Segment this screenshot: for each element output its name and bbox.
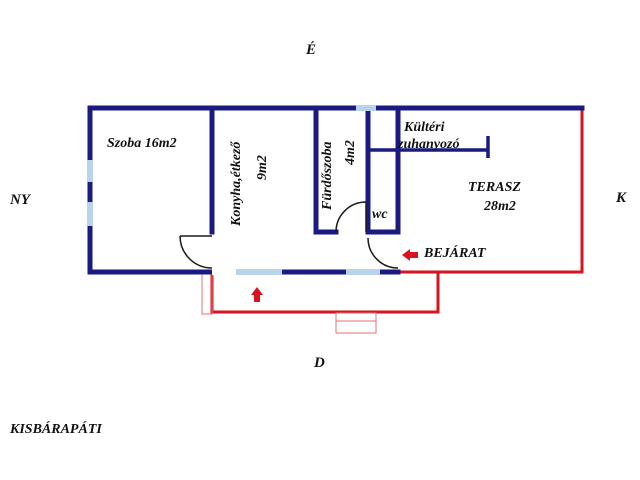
- bathroom-area: 4m2: [343, 140, 358, 166]
- outdoor-shower-line2: zuhanyozó: [397, 137, 459, 152]
- interior-walls: [209, 105, 401, 235]
- outdoor-shower-line1: Kültéri: [403, 120, 445, 135]
- wc-label: wc: [372, 207, 388, 222]
- terrace-area: 28m2: [483, 199, 516, 214]
- windows: [87, 105, 380, 275]
- entrance-label: BEJÁRAT: [423, 244, 487, 261]
- terrace-name: TERASZ: [468, 180, 521, 195]
- kitchen-name: Konyha,étkező: [229, 141, 244, 227]
- town-name: KISBÁRAPÁTI: [10, 422, 102, 437]
- bedroom-label: Szoba 16m2: [107, 136, 177, 151]
- compass-east: K: [615, 190, 627, 206]
- compass-south: D: [313, 355, 325, 371]
- doors: [179, 201, 399, 269]
- compass-north: É: [305, 41, 316, 58]
- shower-walls: [368, 136, 490, 158]
- bathroom-name: Fürdőszoba: [320, 142, 335, 211]
- up-arrow-icon: [251, 287, 263, 302]
- kitchen-area: 9m2: [255, 155, 270, 180]
- compass-west: NY: [9, 192, 32, 208]
- entrance-steps: [201, 271, 377, 334]
- entrance-arrow-icon: [402, 249, 418, 261]
